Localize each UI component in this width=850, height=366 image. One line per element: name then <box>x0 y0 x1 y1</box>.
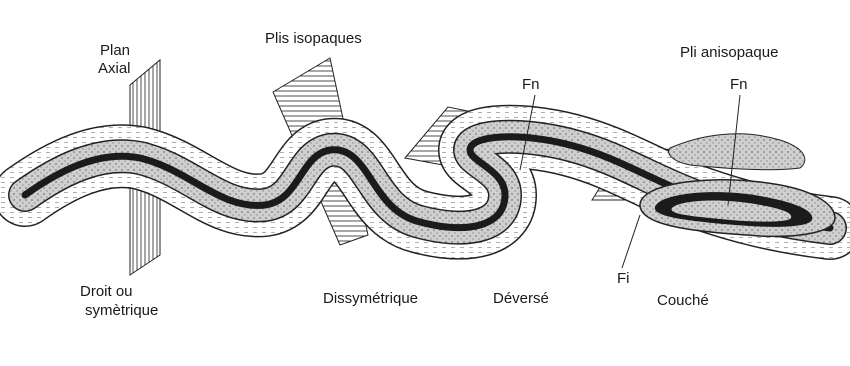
label-plis-isopaques: Plis isopaques <box>265 30 362 47</box>
anisopaque-fold-core <box>640 134 835 237</box>
label-axial: Axial <box>98 60 131 77</box>
label-deverse: Déversé <box>493 290 549 307</box>
label-fi: Fi <box>617 270 630 287</box>
label-pli-anisopaque: Pli anisopaque <box>680 44 778 61</box>
label-couche: Couché <box>657 292 709 309</box>
label-fn-1: Fn <box>522 76 540 93</box>
fold-plane-fi <box>622 215 640 268</box>
label-droit-ou: Droit ou <box>80 283 133 300</box>
label-symetrique: symètrique <box>85 302 158 319</box>
label-dissymetrique: Dissymétrique <box>323 290 418 307</box>
label-fn-2: Fn <box>730 76 748 93</box>
label-plan: Plan <box>100 42 130 59</box>
